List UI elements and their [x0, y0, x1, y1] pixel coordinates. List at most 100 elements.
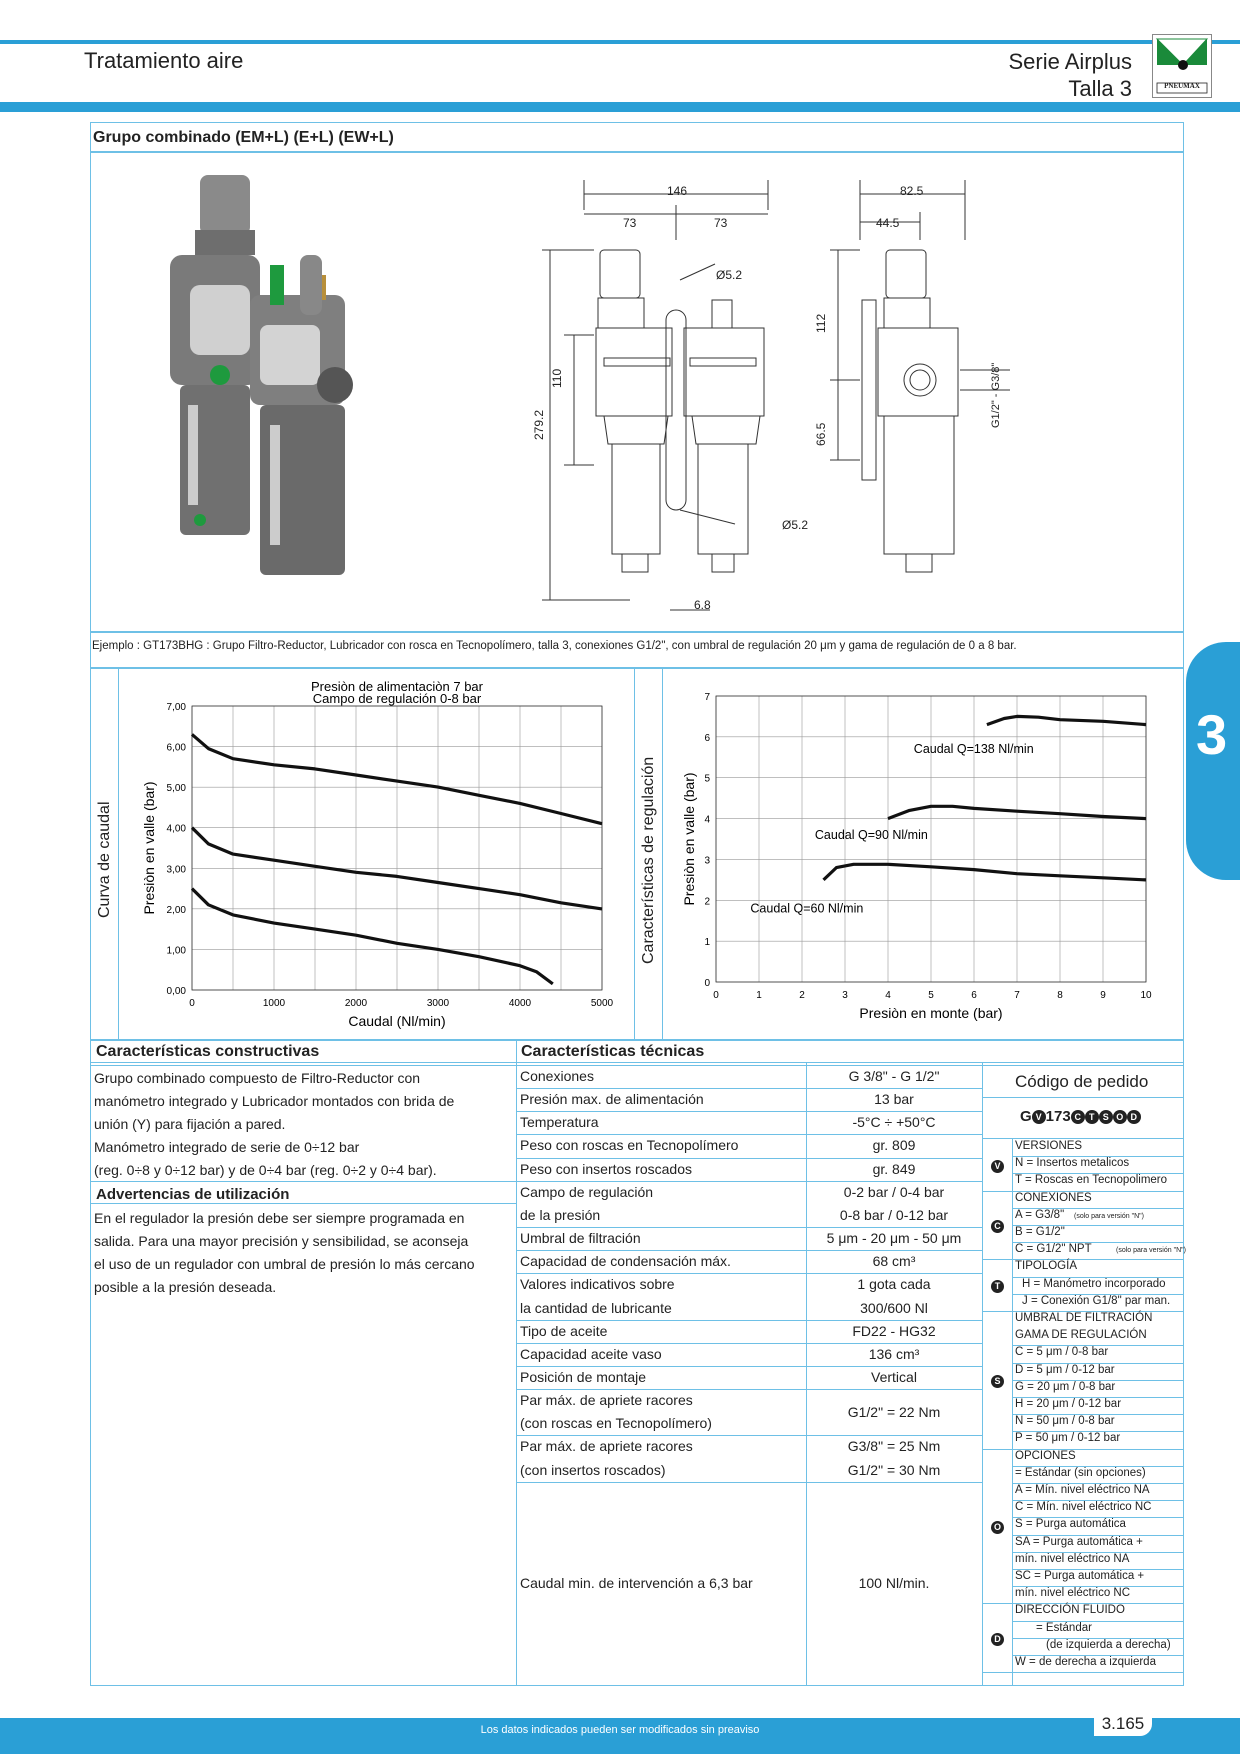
advertencias-line: posible a la presión deseada.	[94, 1279, 277, 1295]
pedido-option-line: SC = Purga automática +	[1015, 1570, 1145, 1582]
tecnicas-label: Presión max. de alimentación	[520, 1091, 704, 1108]
tecnicas-label: (con insertos roscados)	[520, 1461, 666, 1478]
constructivas-line: Manómetro integrado de serie de 0÷12 bar	[94, 1139, 360, 1155]
side-view-drawing	[830, 180, 1010, 573]
tecnicas-title: Características técnicas	[521, 1043, 705, 1060]
dim-112: 112	[814, 313, 828, 333]
tecnicas-value: 136 cm³	[868, 1345, 920, 1362]
dim-66-5: 66.5	[814, 422, 828, 446]
tecnicas-label: Campo de regulación	[520, 1183, 654, 1200]
pedido-option-line: = Estándar	[1036, 1621, 1092, 1634]
y-tick-label: 3,00	[167, 864, 187, 875]
x-tick-label: 4000	[509, 998, 532, 1009]
constructivas-line: unión (Y) para fijación a pared.	[94, 1116, 286, 1132]
tecnicas-value: FD22 - HG32	[852, 1322, 936, 1339]
chart-title: Presiòn de alimentaciòn 7 bar	[311, 679, 484, 694]
y-tick-label: 7,00	[167, 702, 187, 713]
constructivas-line: manómetro integrado y Lubricador montado…	[94, 1093, 455, 1109]
x-tick-label: 2	[799, 990, 805, 1001]
page-number: 3.165	[1094, 1712, 1152, 1736]
pedido-option-line: OPCIONES	[1015, 1449, 1076, 1462]
x-tick-label: 8	[1057, 990, 1063, 1001]
pedido-option-line: P = 50 μm / 0-12 bar	[1015, 1432, 1121, 1445]
tecnicas-label: Capacidad aceite vaso	[520, 1345, 662, 1362]
y-tick-label: 6	[704, 733, 710, 744]
front-view-drawing	[542, 180, 769, 611]
dim-279: 279.2	[532, 409, 546, 440]
x-tick-label: 5000	[591, 998, 614, 1009]
section-title: Grupo combinado (EM+L) (E+L) (EW+L)	[93, 129, 394, 146]
pedido-option-line: GAMA DE REGULACIÓN	[1015, 1329, 1147, 1342]
header-top-rule	[0, 40, 1240, 44]
footer-bar	[0, 1718, 1240, 1754]
y-tick-label: 5	[704, 774, 710, 785]
order-code-letter-s: S	[1098, 1110, 1113, 1124]
y-tick-label: 0	[704, 978, 710, 989]
pedido-option-line: UMBRAL DE FILTRACIÓN	[1015, 1312, 1153, 1324]
option-group-badge: C	[991, 1220, 1004, 1233]
tecnicas-label: Valores indicativos sobre	[520, 1276, 675, 1293]
plot-frame	[715, 695, 1147, 983]
series-line	[887, 804, 1147, 821]
constructivas-line: Grupo combinado compuesto de Filtro-Redu…	[94, 1070, 421, 1086]
dim-hole-top: Ø5.2	[716, 268, 743, 282]
pedido-option-line: C = Mín. nivel eléctrico NC	[1015, 1501, 1152, 1514]
pedido-option-line: C = G1/2" NPT	[1015, 1243, 1092, 1256]
header-category: Tratamiento aire	[84, 48, 244, 73]
order-code-number: 173	[1045, 1108, 1071, 1125]
order-code-letter-v: V	[1031, 1110, 1046, 1124]
header-size: Talla 3	[1068, 76, 1132, 101]
chart2-side-label: Características de regulación	[640, 756, 657, 964]
x-tick-label: 3	[842, 990, 848, 1001]
order-code-letter-d: D	[1126, 1110, 1141, 1124]
dim-110: 110	[550, 368, 564, 388]
chart1-side-label: Curva de caudal	[96, 801, 113, 918]
header-bottom-rule	[0, 102, 1240, 112]
tecnicas-value: 5 μm - 20 μm - 50 μm	[826, 1230, 962, 1247]
x-axis-label: Presiòn en monte (bar)	[859, 1005, 1002, 1021]
pneumax-logo: PNEUMAX	[1152, 34, 1212, 98]
x-tick-label: 1000	[263, 998, 286, 1009]
x-tick-label: 4	[885, 990, 891, 1001]
option-group-badge: S	[991, 1374, 1004, 1388]
advertencias-line: el uso de un regulador con umbral de pre…	[94, 1256, 475, 1272]
chapter-tab: 3	[1186, 642, 1240, 880]
header-series-name: Serie Airplus	[1008, 49, 1132, 74]
order-code-letter-o: O	[1112, 1110, 1127, 1124]
pedido-option-line: G = 20 μm / 0-8 bar	[1015, 1380, 1116, 1393]
pedido-option-line: TIPOLOGÍA	[1015, 1260, 1077, 1273]
tecnicas-label: la cantidad de lubricante	[520, 1299, 672, 1316]
tecnicas-label: Conexiones	[520, 1068, 594, 1084]
order-code-prefix: G	[1020, 1108, 1032, 1125]
chart-grid	[191, 705, 603, 991]
order-code-letter-c: C	[1070, 1110, 1085, 1124]
pedido-option-line: N = Insertos metalicos	[1015, 1157, 1130, 1170]
pedido-option-line: DIRECCIÓN FLUIDO	[1015, 1604, 1125, 1617]
pedido-option-line: SA = Purga automática +	[1015, 1535, 1143, 1548]
tecnicas-value: 13 bar	[874, 1091, 914, 1108]
dim-port: G1/2" - G3/8"	[990, 362, 1002, 428]
tecnicas-value: -5°C ÷ +50°C	[852, 1114, 936, 1131]
pedido-option-line: = Estándar (sin opciones)	[1015, 1466, 1146, 1479]
y-tick-label: 1	[704, 937, 710, 948]
y-tick-label: 5,00	[167, 783, 187, 794]
dim-6-8: 6.8	[694, 598, 711, 612]
constructivas-line: (reg. 0÷8 y 0÷12 bar) y de 0÷4 bar (reg.…	[94, 1162, 437, 1178]
tecnicas-value: gr. 809	[872, 1137, 916, 1154]
tecnicas-label: Capacidad de condensación máx.	[520, 1253, 731, 1270]
tecnicas-value: G3/8" = 25 Nm	[847, 1438, 941, 1455]
y-tick-label: 3	[704, 855, 710, 866]
logo-text: PNEUMAX	[1164, 82, 1200, 90]
option-group-badge: T	[991, 1280, 1004, 1294]
solo-version-note: (solo para versión "N")	[1074, 1212, 1144, 1220]
pedido-option-line: H = Manómetro incorporado	[1022, 1277, 1166, 1290]
series-line	[190, 826, 603, 911]
option-group-badge: O	[991, 1521, 1004, 1534]
advertencias-title: Advertencias de utilización	[96, 1186, 290, 1203]
dim-146: 146	[667, 184, 688, 198]
tecnicas-value: 0-8 bar / 0-12 bar	[839, 1206, 949, 1223]
pedido-option-line: (de izquierda a derecha)	[1046, 1638, 1171, 1651]
tecnicas-value: G1/2" = 22 Nm	[847, 1403, 941, 1420]
